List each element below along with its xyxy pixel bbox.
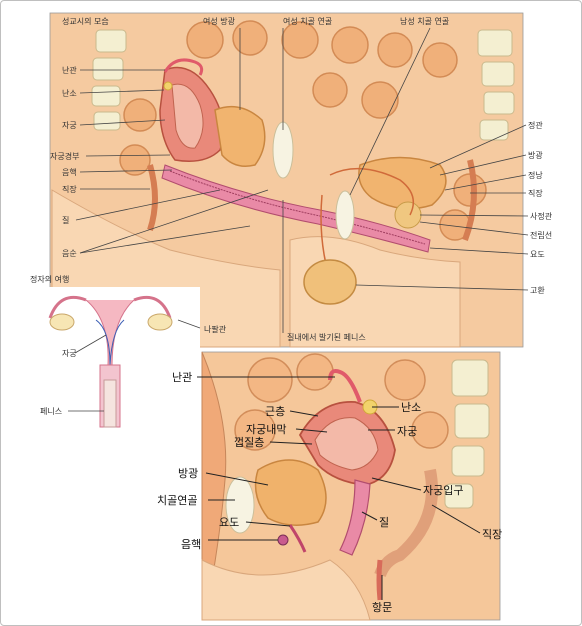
inset-label-penis: 페니스	[40, 406, 62, 416]
urethra-line	[169, 170, 426, 245]
label-seminal-vesicle: 정낭	[528, 170, 543, 180]
bottom-label-uterus: 자궁	[397, 425, 417, 438]
inset-right-tube	[133, 295, 172, 319]
label-cervix: 자궁경부	[50, 151, 79, 161]
inset-penis	[103, 379, 117, 428]
label-rectum-male: 직장	[528, 188, 543, 198]
vas-deferens	[329, 167, 415, 216]
bottom-panel: 난관 난소 근층 자궁내막 껍질층 자궁 방광 치골연골 자궁입구 요도 질 직…	[157, 351, 502, 621]
female-ovary	[163, 81, 173, 91]
label-female-pubic: 여성 치골 연골	[283, 16, 332, 26]
male-bladder	[358, 156, 447, 210]
label-labia: 음순	[62, 249, 77, 258]
female-rectum	[147, 164, 158, 231]
male-spine	[477, 29, 515, 141]
inset-label-uterus: 자궁	[62, 349, 77, 358]
label-rectum-female: 직장	[62, 184, 77, 194]
label-ovary: 난소	[62, 89, 77, 98]
bottom-vagina	[339, 479, 371, 556]
inset-panel: 정자의 여행 자궁 페니스 나팔관	[16, 274, 227, 437]
bottom-label-clitoris: 음핵	[181, 538, 201, 551]
caption-erect-penis: 질내에서 발기된 페니스	[287, 332, 366, 342]
bottom-label-muscle-layer: 근층	[265, 405, 285, 418]
bottom-thigh	[201, 559, 371, 621]
female-fallopian-tube	[163, 58, 204, 76]
inset-left-ovary	[49, 313, 75, 331]
label-female-bladder: 여성 방광	[203, 16, 236, 26]
bottom-pubic-cartilage	[225, 476, 255, 534]
bottom-label-ovary: 난소	[401, 401, 421, 414]
female-pubic-cartilage	[272, 121, 294, 179]
label-ejaculatory-duct: 사정관	[530, 211, 553, 221]
heading-coitus: 성교시의 모습	[62, 16, 109, 26]
bottom-endometrium	[314, 417, 379, 471]
bottom-label-endometrium: 자궁내막	[246, 423, 286, 436]
label-prostate: 전립선	[530, 230, 552, 240]
bottom-spine	[444, 359, 490, 509]
label-male-bladder: 방광	[528, 150, 543, 160]
bottom-anus	[376, 559, 383, 601]
bottom-urethra	[288, 524, 307, 553]
bottom-label-urethra: 요도	[219, 516, 239, 529]
bottom-label-pubic-cartilage: 치골연골	[157, 494, 197, 507]
label-clitoris: 음핵	[62, 167, 77, 177]
testis	[303, 259, 357, 305]
inset-left-tube	[48, 295, 87, 319]
bottom-label-vagina: 질	[379, 516, 389, 529]
bottom-label-serosa: 껍질층	[234, 436, 264, 449]
bottom-label-anus: 항문	[372, 601, 392, 614]
bottom-label-fallopian-tube: 난관	[172, 371, 192, 384]
bottom-intestines	[234, 353, 449, 451]
label-vagina: 질	[62, 216, 69, 225]
bottom-bladder	[254, 459, 327, 526]
label-testis: 고환	[530, 285, 545, 295]
label-male-pubic: 남성 치골 연골	[400, 17, 449, 26]
inset-heading: 정자의 여행	[30, 274, 69, 284]
male-prostate	[394, 201, 422, 229]
bottom-label-bladder: 방광	[178, 467, 198, 480]
inset-label-tube: 나팔관	[204, 324, 227, 334]
label-uterus: 자궁	[62, 121, 77, 130]
bottom-rectum	[374, 468, 438, 578]
inset-right-ovary	[147, 313, 173, 331]
label-urethra: 요도	[530, 250, 545, 259]
inset-sperm-path	[95, 319, 125, 366]
vagina-penis	[161, 164, 431, 253]
label-vas-deferens: 정관	[528, 120, 543, 130]
female-spine	[91, 29, 127, 131]
bottom-label-rectum: 직장	[482, 528, 502, 541]
bottom-label-cervix-os: 자궁입구	[423, 484, 463, 497]
bottom-clitoris	[277, 534, 289, 546]
intestines	[119, 20, 487, 241]
label-fallopian-tube: 난관	[62, 65, 77, 75]
bottom-fallopian-tube	[328, 369, 362, 403]
uterine-cavity	[171, 83, 204, 149]
male-pubic-cartilage	[335, 190, 355, 240]
